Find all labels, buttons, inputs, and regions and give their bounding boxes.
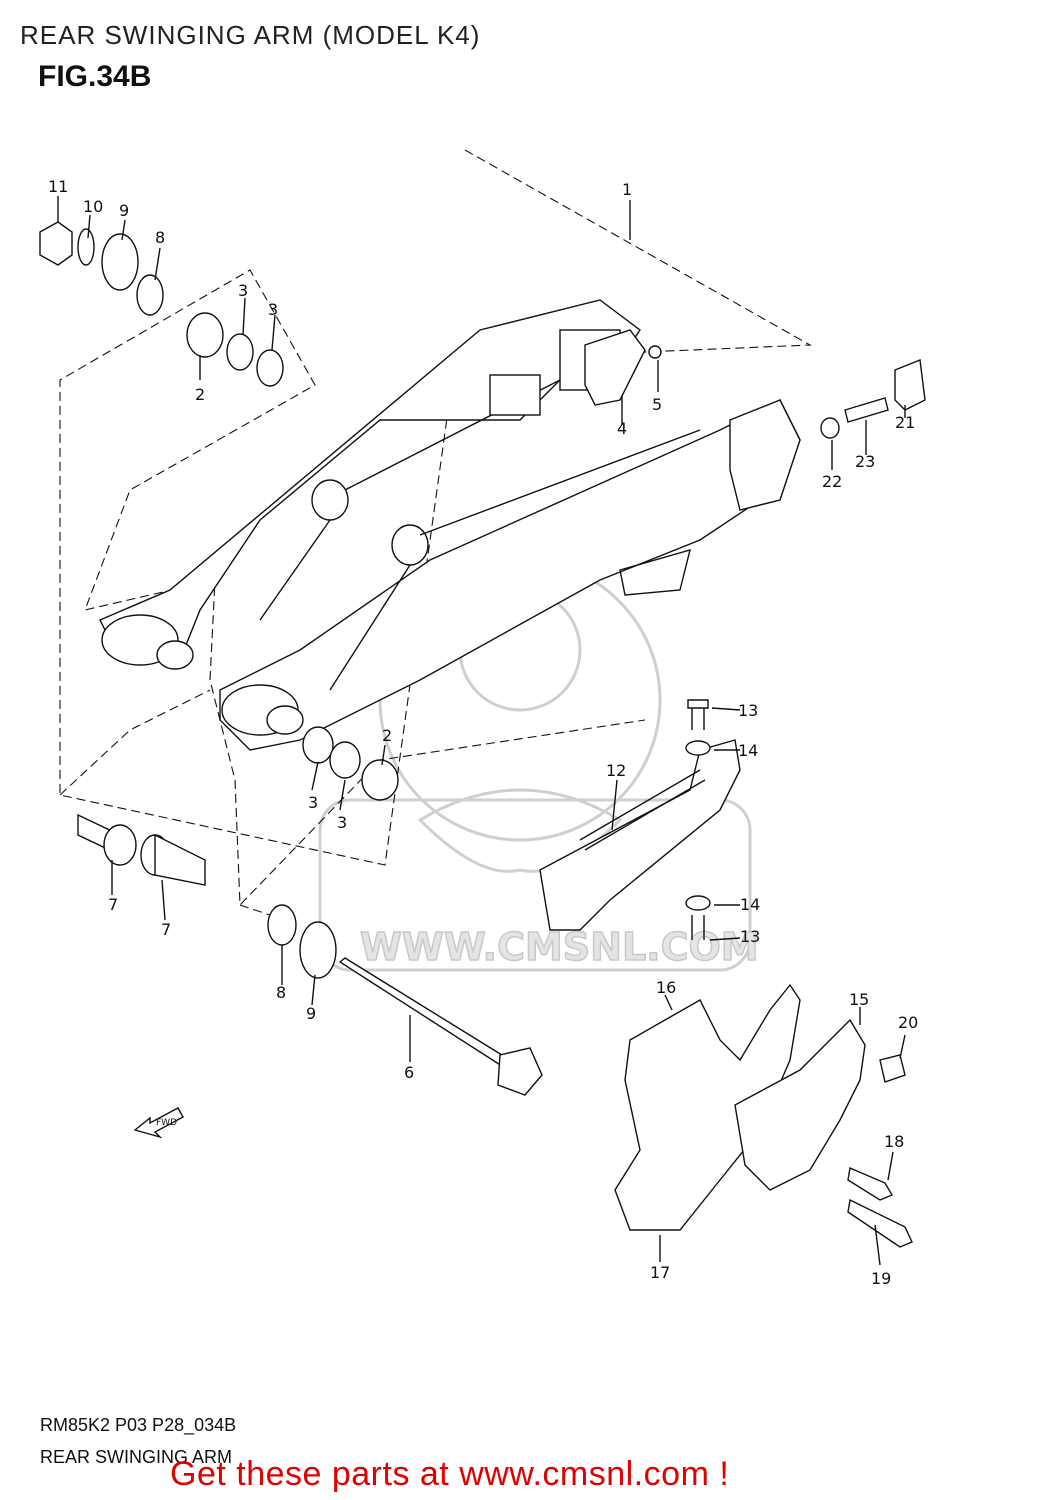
- callout-3: 3: [268, 300, 278, 319]
- callout-13: 13: [740, 927, 760, 946]
- callout-6: 6: [404, 1063, 414, 1082]
- callout-18: 18: [884, 1132, 904, 1151]
- swingarm-outline: [59, 149, 812, 907]
- callout-labels: 1 11 10 9 8 3 3 2 4 5 22 23 21 13 14 12 …: [48, 177, 918, 1288]
- callout-12: 12: [606, 761, 626, 780]
- watermark-text: WWW.CMSNL.COM: [360, 925, 759, 969]
- callout-2: 2: [195, 385, 205, 404]
- callout-5: 5: [652, 395, 662, 414]
- chain-guide: [614, 983, 913, 1248]
- callout-3: 3: [308, 793, 318, 812]
- page-title: REAR SWINGING ARM (MODEL K4): [20, 20, 481, 50]
- callout-23: 23: [855, 452, 875, 471]
- fwd-arrow-icon: FWD: [133, 1107, 184, 1139]
- chain-slider: [539, 699, 741, 940]
- shop-link[interactable]: Get these parts at www.cmsnl.com !: [170, 1455, 730, 1493]
- callout-14: 14: [740, 895, 760, 914]
- callout-3: 3: [337, 813, 347, 832]
- diagram-code: RM85K2 P03 P28_034B: [40, 1415, 237, 1435]
- fwd-label: FWD: [156, 1118, 177, 1128]
- callout-13: 13: [738, 701, 758, 720]
- callout-8: 8: [155, 228, 165, 247]
- figure-number: FIG.34B: [38, 60, 152, 93]
- callout-2: 2: [382, 726, 392, 745]
- swingarm: [99, 299, 801, 751]
- callout-16: 16: [656, 978, 676, 997]
- callout-7: 7: [108, 895, 118, 914]
- callout-8: 8: [276, 983, 286, 1002]
- chain-adjuster: [584, 329, 926, 439]
- callout-10: 10: [83, 197, 103, 216]
- leader-lines: [57, 196, 906, 1266]
- callout-9: 9: [306, 1004, 316, 1023]
- callout-4: 4: [617, 419, 627, 438]
- callout-19: 19: [871, 1269, 891, 1288]
- callout-3: 3: [238, 281, 248, 300]
- callout-9: 9: [119, 201, 129, 220]
- callout-7: 7: [161, 920, 171, 939]
- callout-21: 21: [895, 413, 915, 432]
- callout-14: 14: [738, 741, 758, 760]
- diagram-name: REAR SWINGING ARM: [40, 1447, 233, 1467]
- callout-22: 22: [822, 472, 842, 491]
- callout-11: 11: [48, 177, 68, 196]
- callout-17: 17: [650, 1263, 670, 1282]
- pivot-hardware-lower: [77, 726, 543, 1096]
- callout-20: 20: [898, 1013, 918, 1032]
- callout-1: 1: [622, 180, 632, 199]
- pivot-hardware-left: [39, 221, 284, 387]
- callout-15: 15: [849, 990, 869, 1009]
